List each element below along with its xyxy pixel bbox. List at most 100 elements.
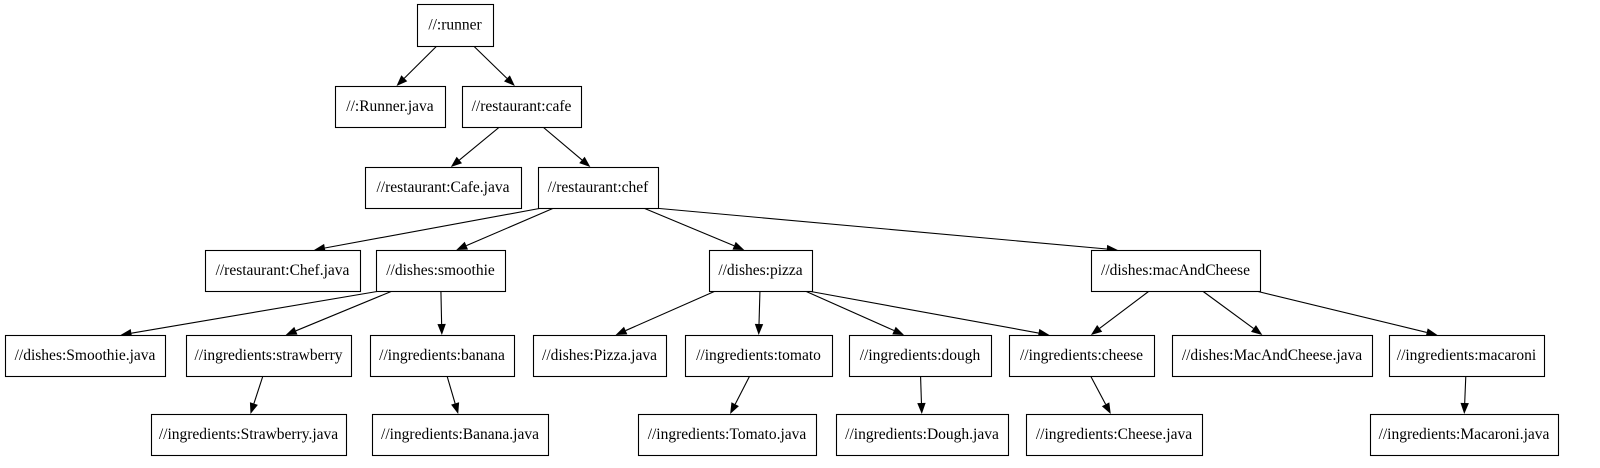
graph-node[interactable]: //ingredients:tomato bbox=[684, 334, 834, 378]
graph-node-label: //ingredients:macaroni bbox=[1397, 347, 1537, 364]
graph-edge bbox=[542, 126, 583, 161]
graph-edge-arrowhead bbox=[456, 241, 469, 250]
graph-node-label: //ingredients:banana bbox=[379, 347, 505, 364]
graph-node-label: //ingredients:Cheese.java bbox=[1036, 426, 1192, 443]
graph-node-label: //ingredients:Tomato.java bbox=[648, 426, 807, 443]
graph-edge-arrowhead bbox=[451, 402, 460, 414]
graph-edge bbox=[807, 290, 1039, 334]
graph-node-label: //ingredients:dough bbox=[860, 347, 981, 364]
graph-edge-arrowhead bbox=[1090, 325, 1103, 335]
graph-edge bbox=[440, 290, 443, 325]
edge-layer bbox=[120, 45, 1469, 414]
graph-node-label: //ingredients:cheese bbox=[1020, 347, 1143, 364]
graph-node-box bbox=[684, 334, 834, 378]
graph-node[interactable]: //restaurant:Chef.java bbox=[204, 249, 362, 293]
graph-node-box bbox=[461, 85, 583, 129]
graph-node[interactable]: //ingredients:dough bbox=[848, 334, 993, 378]
graph-edge-arrowhead bbox=[892, 326, 905, 335]
graph-node-label: //ingredients:Banana.java bbox=[381, 426, 539, 443]
graph-edge bbox=[804, 290, 895, 332]
graph-node-label: //dishes:Smoothie.java bbox=[15, 347, 156, 364]
graph-edge bbox=[466, 207, 555, 247]
graph-edge bbox=[758, 290, 761, 325]
graph-node-box bbox=[532, 334, 668, 378]
graph-node[interactable]: //ingredients:macaroni bbox=[1388, 334, 1546, 378]
graph-node-box bbox=[369, 334, 516, 378]
graph-node[interactable]: //ingredients:Tomato.java bbox=[637, 413, 818, 457]
graph-node[interactable]: //:Runner.java bbox=[334, 85, 447, 129]
graph-node-box bbox=[1171, 334, 1374, 378]
graph-node-label: //dishes:smoothie bbox=[386, 262, 495, 279]
graph-edge bbox=[1099, 290, 1150, 329]
graph-node-box bbox=[848, 334, 993, 378]
graph-node-box bbox=[708, 249, 814, 293]
graph-node-label: //restaurant:Chef.java bbox=[216, 262, 350, 279]
graph-node[interactable]: //dishes:Smoothie.java bbox=[4, 334, 167, 378]
graph-node[interactable]: //ingredients:Strawberry.java bbox=[150, 413, 348, 457]
graph-edge bbox=[131, 290, 381, 334]
graph-edge bbox=[1255, 290, 1427, 333]
graph-edge bbox=[324, 207, 543, 249]
graph-edge-arrowhead bbox=[1460, 402, 1469, 414]
graph-node-label: //:Runner.java bbox=[346, 98, 434, 115]
graph-node-label: //restaurant:cafe bbox=[472, 98, 572, 115]
graph-edge bbox=[458, 126, 500, 161]
graph-node[interactable]: //dishes:Pizza.java bbox=[532, 334, 668, 378]
graph-node-box bbox=[1388, 334, 1546, 378]
graph-node[interactable]: //restaurant:chef bbox=[537, 166, 660, 210]
graph-edge-arrowhead bbox=[917, 402, 926, 414]
graph-node-box bbox=[150, 413, 348, 457]
graph-node[interactable]: //ingredients:Dough.java bbox=[835, 413, 1010, 457]
graph-edge bbox=[403, 45, 438, 79]
graph-edge-arrowhead bbox=[249, 402, 258, 414]
graph-node[interactable]: //dishes:pizza bbox=[708, 249, 814, 293]
graph-edge bbox=[1464, 375, 1467, 404]
graph-edge-arrowhead bbox=[285, 326, 298, 335]
graph-node-label: //dishes:Pizza.java bbox=[542, 347, 657, 364]
graph-node-box bbox=[835, 413, 1010, 457]
graph-node-label: //ingredients:Macaroni.java bbox=[1379, 426, 1550, 443]
graph-node-label: //ingredients:Strawberry.java bbox=[159, 426, 338, 443]
graph-node-box bbox=[1008, 334, 1156, 378]
graph-node-box bbox=[4, 334, 167, 378]
graph-node[interactable]: //dishes:MacAndCheese.java bbox=[1171, 334, 1374, 378]
graph-node[interactable]: //ingredients:banana bbox=[369, 334, 516, 378]
graph-node-label: //ingredients:strawberry bbox=[194, 347, 342, 364]
graph-node[interactable]: //ingredients:strawberry bbox=[185, 334, 353, 378]
graph-node[interactable]: //ingredients:Macaroni.java bbox=[1369, 413, 1560, 457]
graph-node[interactable]: //ingredients:Cheese.java bbox=[1025, 413, 1204, 457]
node-layer: //:runner //:Runner.java //restaurant:cafe… bbox=[4, 3, 1560, 457]
graph-node[interactable]: //restaurant:Cafe.java bbox=[364, 166, 523, 210]
graph-edge-arrowhead bbox=[1425, 328, 1438, 337]
graph-edge bbox=[653, 207, 1107, 250]
graph-edge-arrowhead bbox=[579, 156, 591, 167]
graph-edge bbox=[295, 290, 393, 332]
graph-edge bbox=[446, 375, 456, 404]
graph-edge-arrowhead bbox=[437, 323, 446, 335]
graph-node[interactable]: //dishes:smoothie bbox=[375, 249, 507, 293]
graph-node[interactable]: //dishes:macAndCheese bbox=[1090, 249, 1262, 293]
graph-node-box bbox=[371, 413, 550, 457]
graph-node-box bbox=[375, 249, 507, 293]
graph-node-label: //ingredients:Dough.java bbox=[845, 426, 999, 443]
graph-node-box bbox=[364, 166, 523, 210]
graph-node-label: //dishes:pizza bbox=[718, 262, 802, 279]
graph-node[interactable]: //ingredients:Banana.java bbox=[371, 413, 550, 457]
graph-edge-arrowhead bbox=[615, 326, 628, 335]
graph-node-label: //:runner bbox=[428, 17, 482, 34]
graph-edge-arrowhead bbox=[732, 241, 745, 250]
graph-edge bbox=[734, 375, 751, 405]
graph-node[interactable]: //:runner bbox=[416, 3, 495, 48]
graph-edge-arrowhead bbox=[1251, 325, 1263, 335]
graph-edge bbox=[473, 45, 508, 79]
graph-node[interactable]: //ingredients:cheese bbox=[1008, 334, 1156, 378]
graph-node-box bbox=[1369, 413, 1560, 457]
graph-node[interactable]: //restaurant:cafe bbox=[461, 85, 583, 129]
graph-node-box bbox=[204, 249, 362, 293]
graph-node-box bbox=[1025, 413, 1204, 457]
graph-edge bbox=[625, 290, 716, 332]
graph-edge bbox=[1202, 290, 1254, 329]
graph-edge-arrowhead bbox=[754, 323, 764, 335]
graph-edge bbox=[253, 375, 264, 404]
